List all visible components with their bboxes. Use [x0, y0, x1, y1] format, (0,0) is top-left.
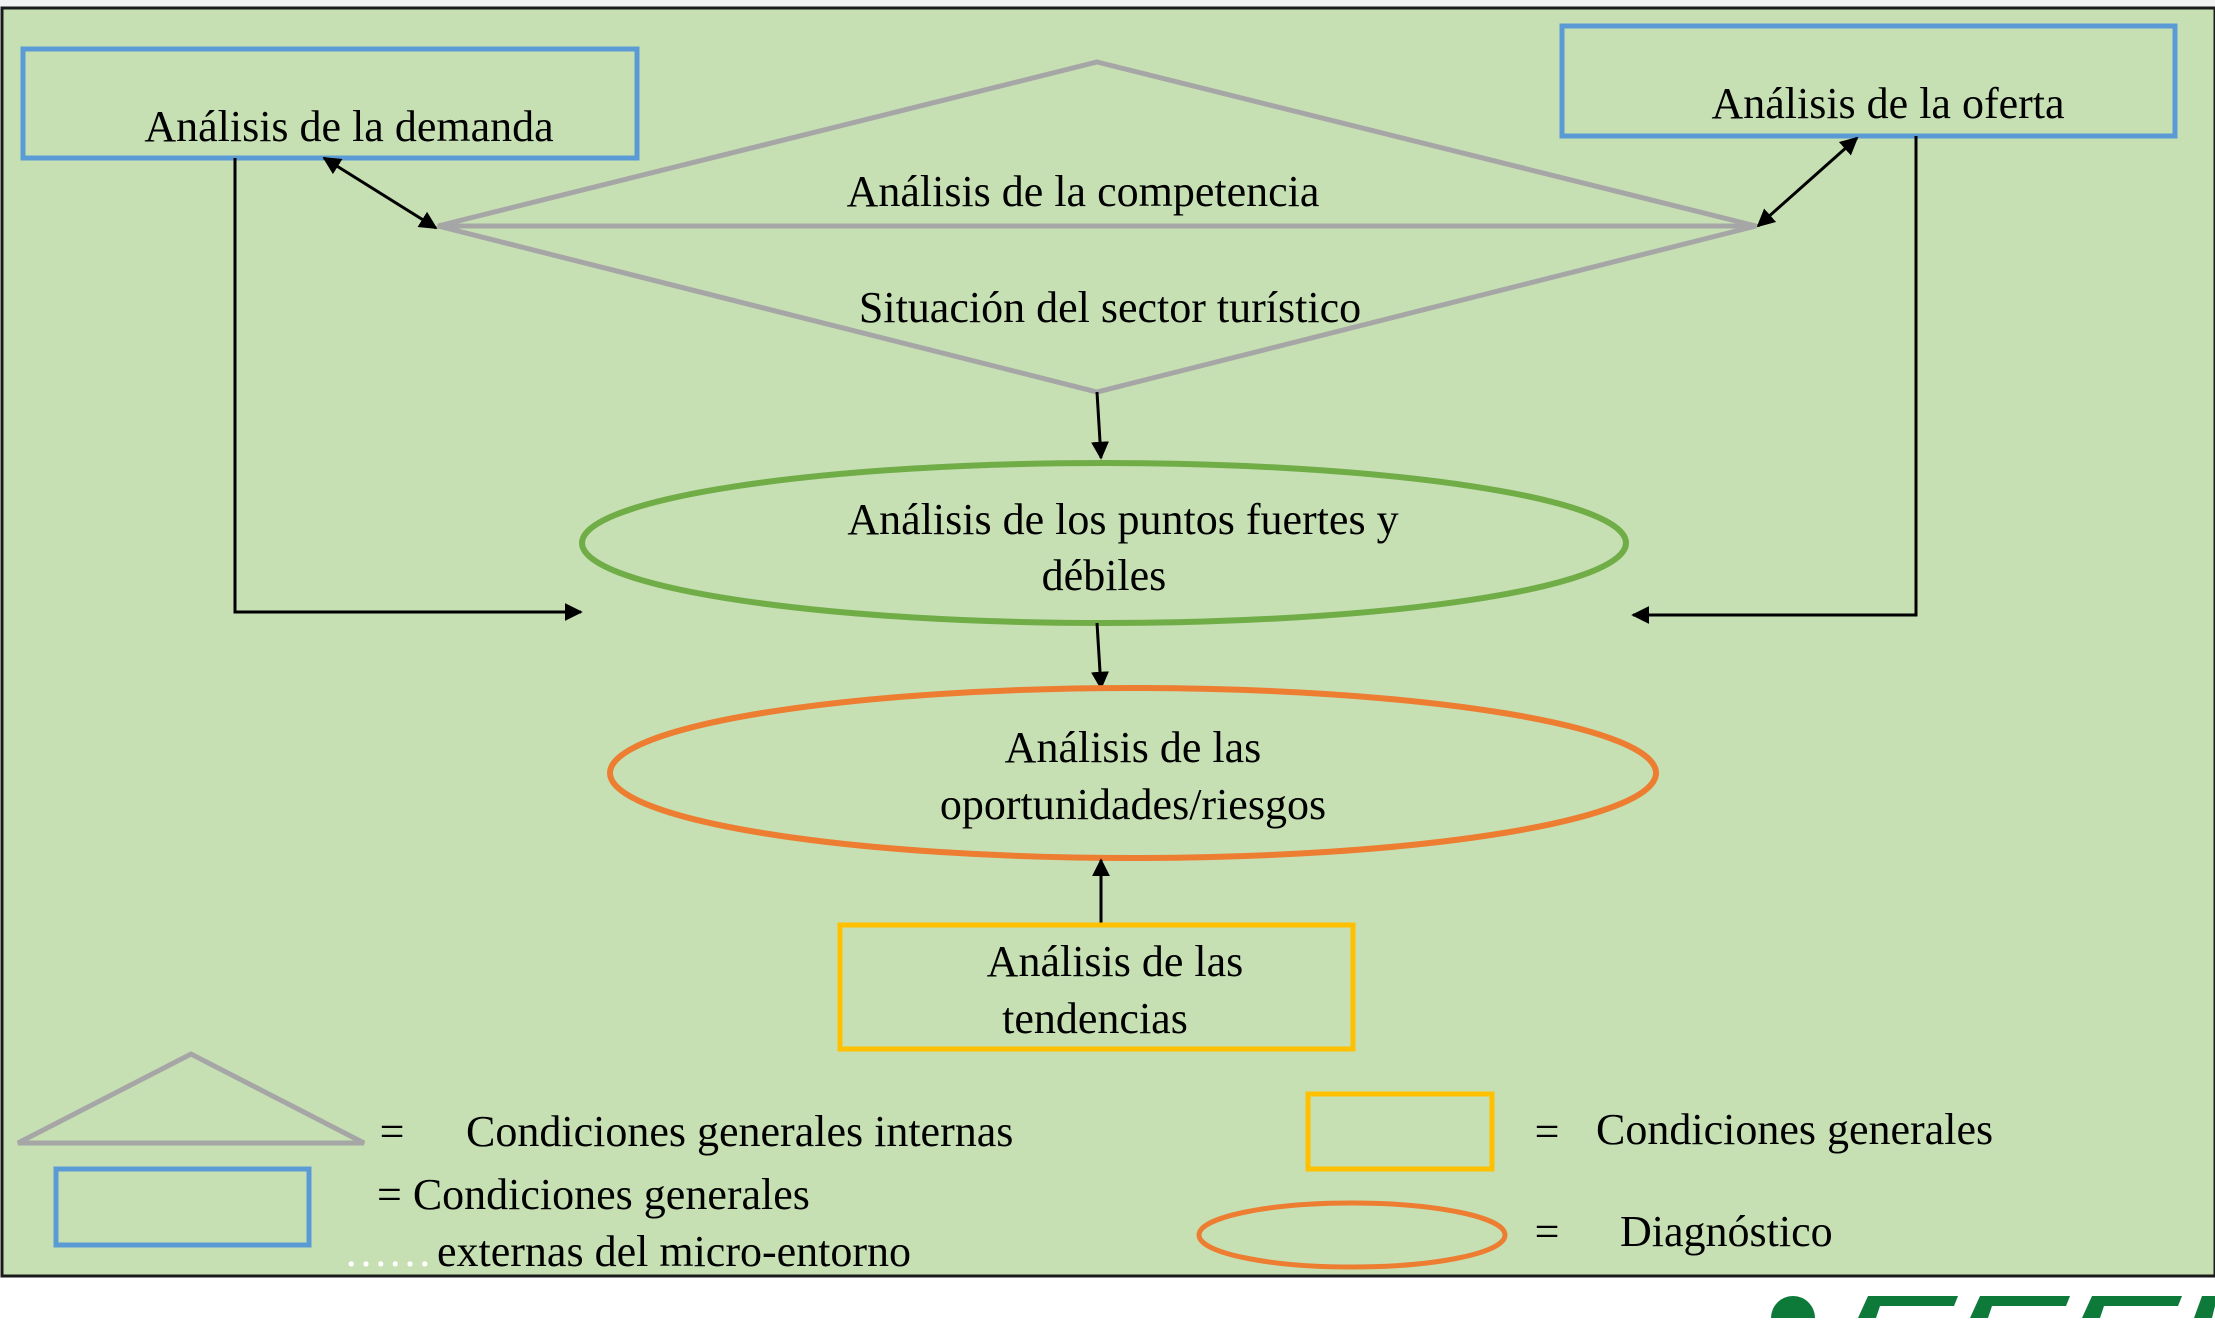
legend-blue-swatch [53, 1166, 312, 1248]
strengths-to-opportunities-arrow [1091, 622, 1109, 690]
legend-yellow-equals: = [1535, 1107, 1560, 1156]
opportunities-ellipse [607, 685, 1659, 861]
offer-box [1559, 23, 2178, 139]
legend-orange-text: Diagnóstico [1620, 1207, 1833, 1256]
legend-blue-text: = Condiciones generales [377, 1170, 810, 1219]
legend-blue-text-line2: externas del micro-entorno [437, 1227, 911, 1276]
legend-yellow-swatch [1305, 1091, 1495, 1172]
legend-triangle-equals: = [380, 1107, 405, 1156]
demand-label: Análisis de la demanda [144, 102, 553, 151]
legend-blue-dots: …… [344, 1227, 432, 1276]
logo [1738, 1288, 2215, 1323]
opportunities-label-line1: Análisis de las [1005, 723, 1262, 772]
diamond-to-strengths-arrow [1091, 391, 1110, 460]
offer-to-strengths-connector [1631, 136, 1918, 624]
trends-label-line2: tendencias [1002, 994, 1188, 1043]
legend-orange-swatch [1196, 1200, 1508, 1270]
opportunities-label-line2: oportunidades/riesgos [940, 780, 1326, 829]
legend-orange-equals: = [1535, 1207, 1560, 1256]
logo-letter-shape-2 [1970, 1296, 2070, 1318]
strengths-label-line2: débiles [1042, 551, 1167, 600]
strengths-ellipse [579, 460, 1629, 626]
logo-letter-shape-3 [2082, 1296, 2182, 1318]
demand-to-strengths-connector [233, 158, 583, 621]
offer-label: Análisis de la oferta [1711, 79, 2064, 128]
logo-letter-shape-1 [1858, 1296, 1958, 1318]
trends-label-line1: Análisis de las [987, 937, 1244, 986]
sector-label: Situación del sector turístico [859, 283, 1361, 332]
legend-yellow-text: Condiciones generales [1596, 1105, 1993, 1154]
legend-triangle-text: Condiciones generales internas [466, 1107, 1013, 1156]
legend-triangle-swatch [16, 1051, 366, 1146]
strengths-label-line1: Análisis de los puntos fuertes y [847, 495, 1398, 544]
logo-emblem-icon [1771, 1296, 1815, 1323]
competition-label: Análisis de la competencia [847, 167, 1320, 216]
trends-box [837, 922, 1356, 1052]
logo-letter-shape-4 [2194, 1296, 2215, 1318]
offer-diamond-arrow [1756, 136, 1859, 228]
top-strip [0, 0, 2215, 8]
demand-diamond-arrow [322, 156, 438, 230]
